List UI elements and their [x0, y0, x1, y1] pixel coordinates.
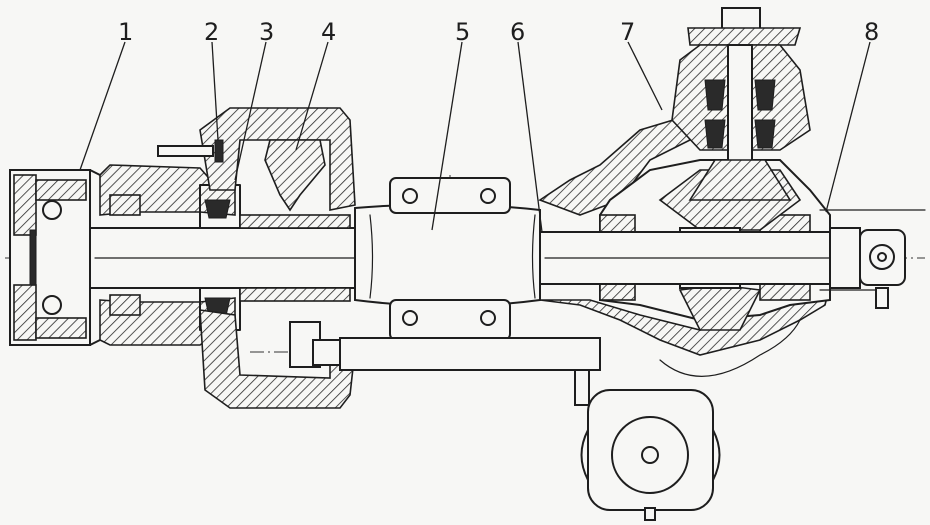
callout-5: 5: [455, 18, 470, 46]
mounting-bracket-bottom: [389, 299, 511, 341]
right-axle-shaft: [539, 231, 841, 285]
reduction-casing: [157, 107, 356, 409]
left-axle-shaft: [89, 214, 361, 302]
right-end-flange: [819, 209, 926, 309]
callout-3: 3: [259, 18, 274, 46]
leader-lines: [79, 41, 871, 233]
callout-2: 2: [204, 18, 219, 46]
callout-4: 4: [321, 18, 336, 46]
axle-tube: [354, 203, 541, 307]
callout-7: 7: [620, 18, 635, 46]
callout-1: 1: [118, 18, 133, 46]
wheel-hub: [9, 169, 101, 346]
brake-drum: [580, 319, 801, 521]
mounting-bracket-top: [389, 177, 511, 214]
callout-8: 8: [864, 18, 879, 46]
callout-6: 6: [510, 18, 525, 46]
lower-brake-shaft: [339, 337, 601, 406]
pinion-assembly: [671, 7, 811, 201]
